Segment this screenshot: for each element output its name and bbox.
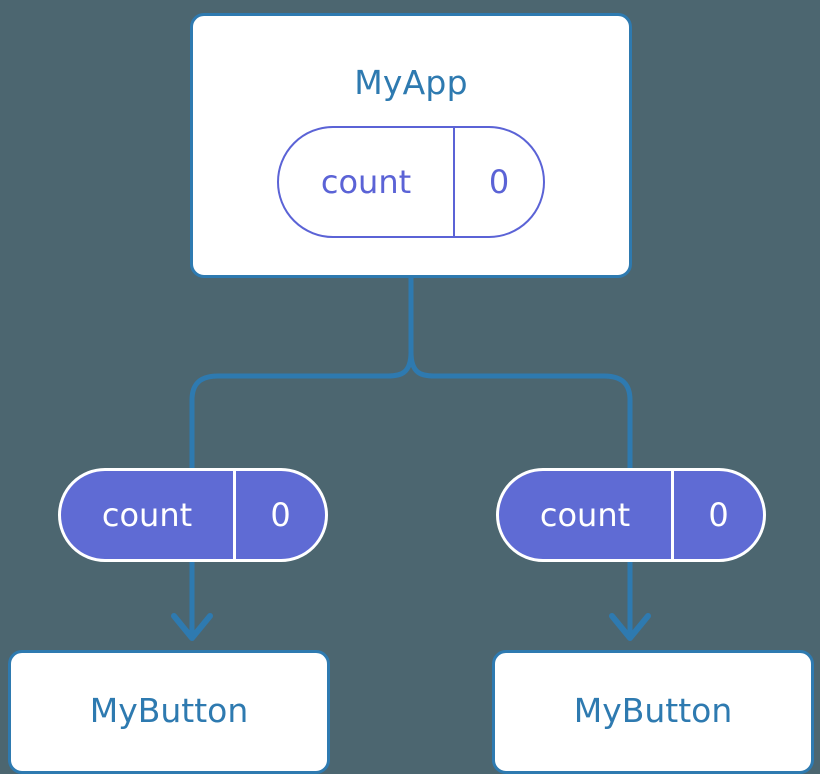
mybutton-left-title: MyButton: [89, 691, 249, 730]
right-prop-pill[interactable]: count 0: [496, 468, 766, 562]
myapp-component-title: MyApp: [354, 63, 468, 102]
left-prop-pill[interactable]: count 0: [58, 468, 328, 562]
mybutton-left-box[interactable]: MyButton: [8, 650, 330, 774]
myapp-state-pill[interactable]: count 0: [277, 126, 545, 238]
branch-to-right-prop-line: [408, 351, 633, 468]
mybutton-right-title: MyButton: [573, 691, 733, 730]
left-prop-value: 0: [270, 496, 291, 534]
branch-to-left-prop-line: [189, 351, 414, 468]
right-prop-value: 0: [708, 496, 729, 534]
left-prop-to-button-arrowhead: [171, 613, 213, 641]
left-prop-key: count: [61, 471, 236, 559]
myapp-state-value: 0: [488, 163, 510, 201]
mybutton-right-box[interactable]: MyButton: [492, 650, 814, 774]
right-prop-to-button-arrowhead: [609, 613, 651, 641]
myapp-state-key: count: [279, 128, 455, 236]
right-prop-key: count: [499, 471, 674, 559]
